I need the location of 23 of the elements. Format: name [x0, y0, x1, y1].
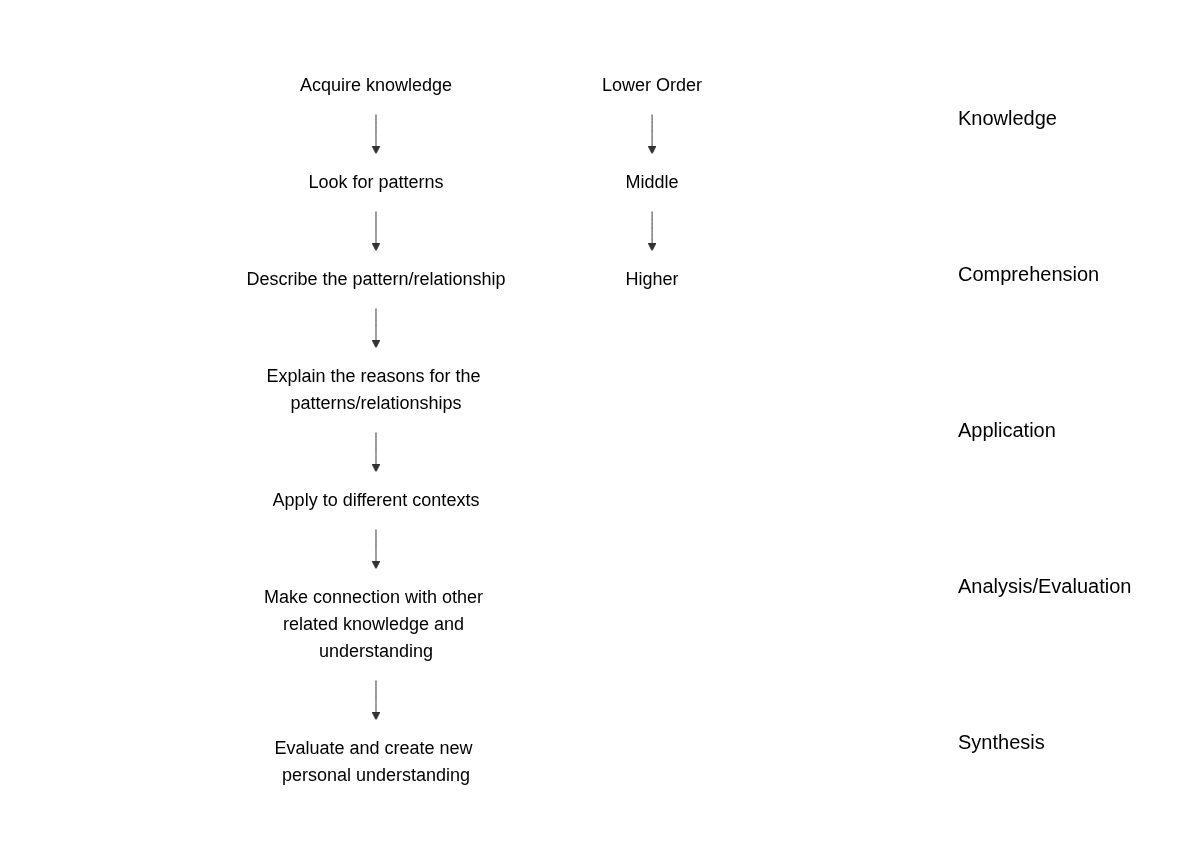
level-label: Synthesis [958, 731, 1046, 755]
node-text: Apply to different contexts [272, 489, 480, 510]
arrow [371, 113, 381, 155]
node-text: Make connection with other related knowledge and understanding [263, 586, 483, 661]
node-text: Higher [625, 269, 679, 289]
arrow [371, 307, 381, 349]
level-label: Analysis/Evaluation [958, 575, 1133, 599]
arrow [647, 113, 657, 155]
node-text: Acquire knowledge [299, 75, 452, 95]
arrow [371, 431, 381, 473]
node-text: Look for patterns [308, 172, 444, 192]
level-label: Comprehension [958, 262, 1101, 286]
node-text: Evaluate and create new personal understanding [274, 737, 473, 785]
level-label: Knowledge [958, 106, 1058, 130]
node-text: Describe the pattern/relationship [246, 269, 506, 289]
node-text: Explain the reasons for the patterns/relationships [266, 365, 481, 413]
node-text: Lower Order [602, 75, 703, 95]
arrow [371, 528, 381, 570]
node-text: Middle [625, 172, 679, 192]
arrow [371, 679, 381, 721]
level-label: Application [958, 418, 1057, 442]
arrow [647, 210, 657, 252]
arrow [371, 210, 381, 252]
